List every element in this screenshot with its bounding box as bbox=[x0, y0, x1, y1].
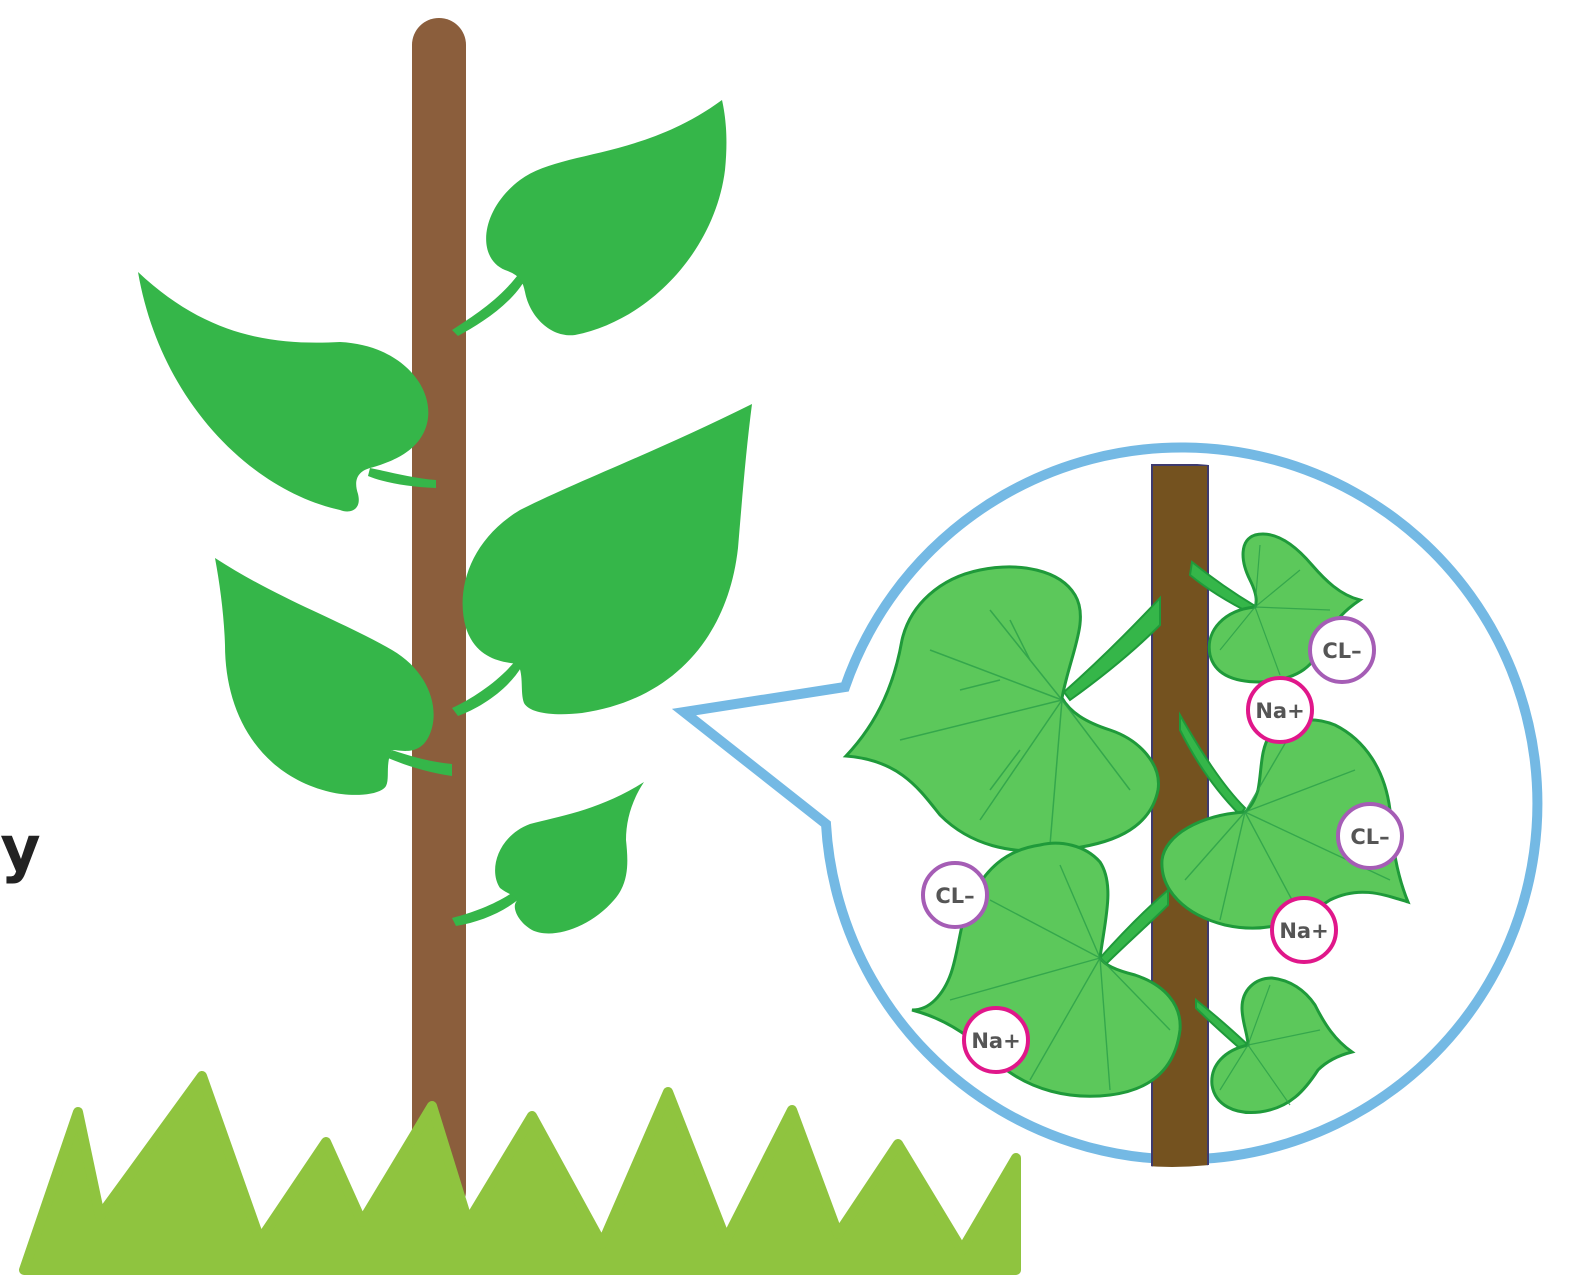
leaf-bottom-right bbox=[452, 782, 644, 933]
ion-sodium-1: Na+ bbox=[1248, 678, 1312, 742]
ion-label: Na+ bbox=[1279, 919, 1328, 943]
plant-stem bbox=[412, 18, 466, 1218]
ion-chloride-3: CL– bbox=[923, 863, 987, 927]
ion-sodium-3: Na+ bbox=[964, 1008, 1028, 1072]
ion-label: Na+ bbox=[971, 1029, 1020, 1053]
leaf-big-right bbox=[452, 404, 752, 716]
plant-icon bbox=[138, 18, 752, 1218]
ion-label: CL– bbox=[1350, 825, 1389, 849]
ion-chloride-1: CL– bbox=[1310, 618, 1374, 682]
ion-label: CL– bbox=[1322, 639, 1361, 663]
leaf-top-right bbox=[452, 100, 726, 336]
grass-icon bbox=[24, 1076, 1016, 1270]
ion-label: CL– bbox=[935, 884, 974, 908]
cut-off-caption-text: ly bbox=[0, 818, 42, 880]
ion-sodium-2: Na+ bbox=[1272, 898, 1336, 962]
ion-label: Na+ bbox=[1255, 699, 1304, 723]
ion-chloride-2: CL– bbox=[1338, 804, 1402, 868]
magnifier-callout-icon: CL– Na+ CL– CL– Na+ Na+ bbox=[684, 447, 1537, 1185]
leaf-upper-left bbox=[138, 272, 436, 511]
